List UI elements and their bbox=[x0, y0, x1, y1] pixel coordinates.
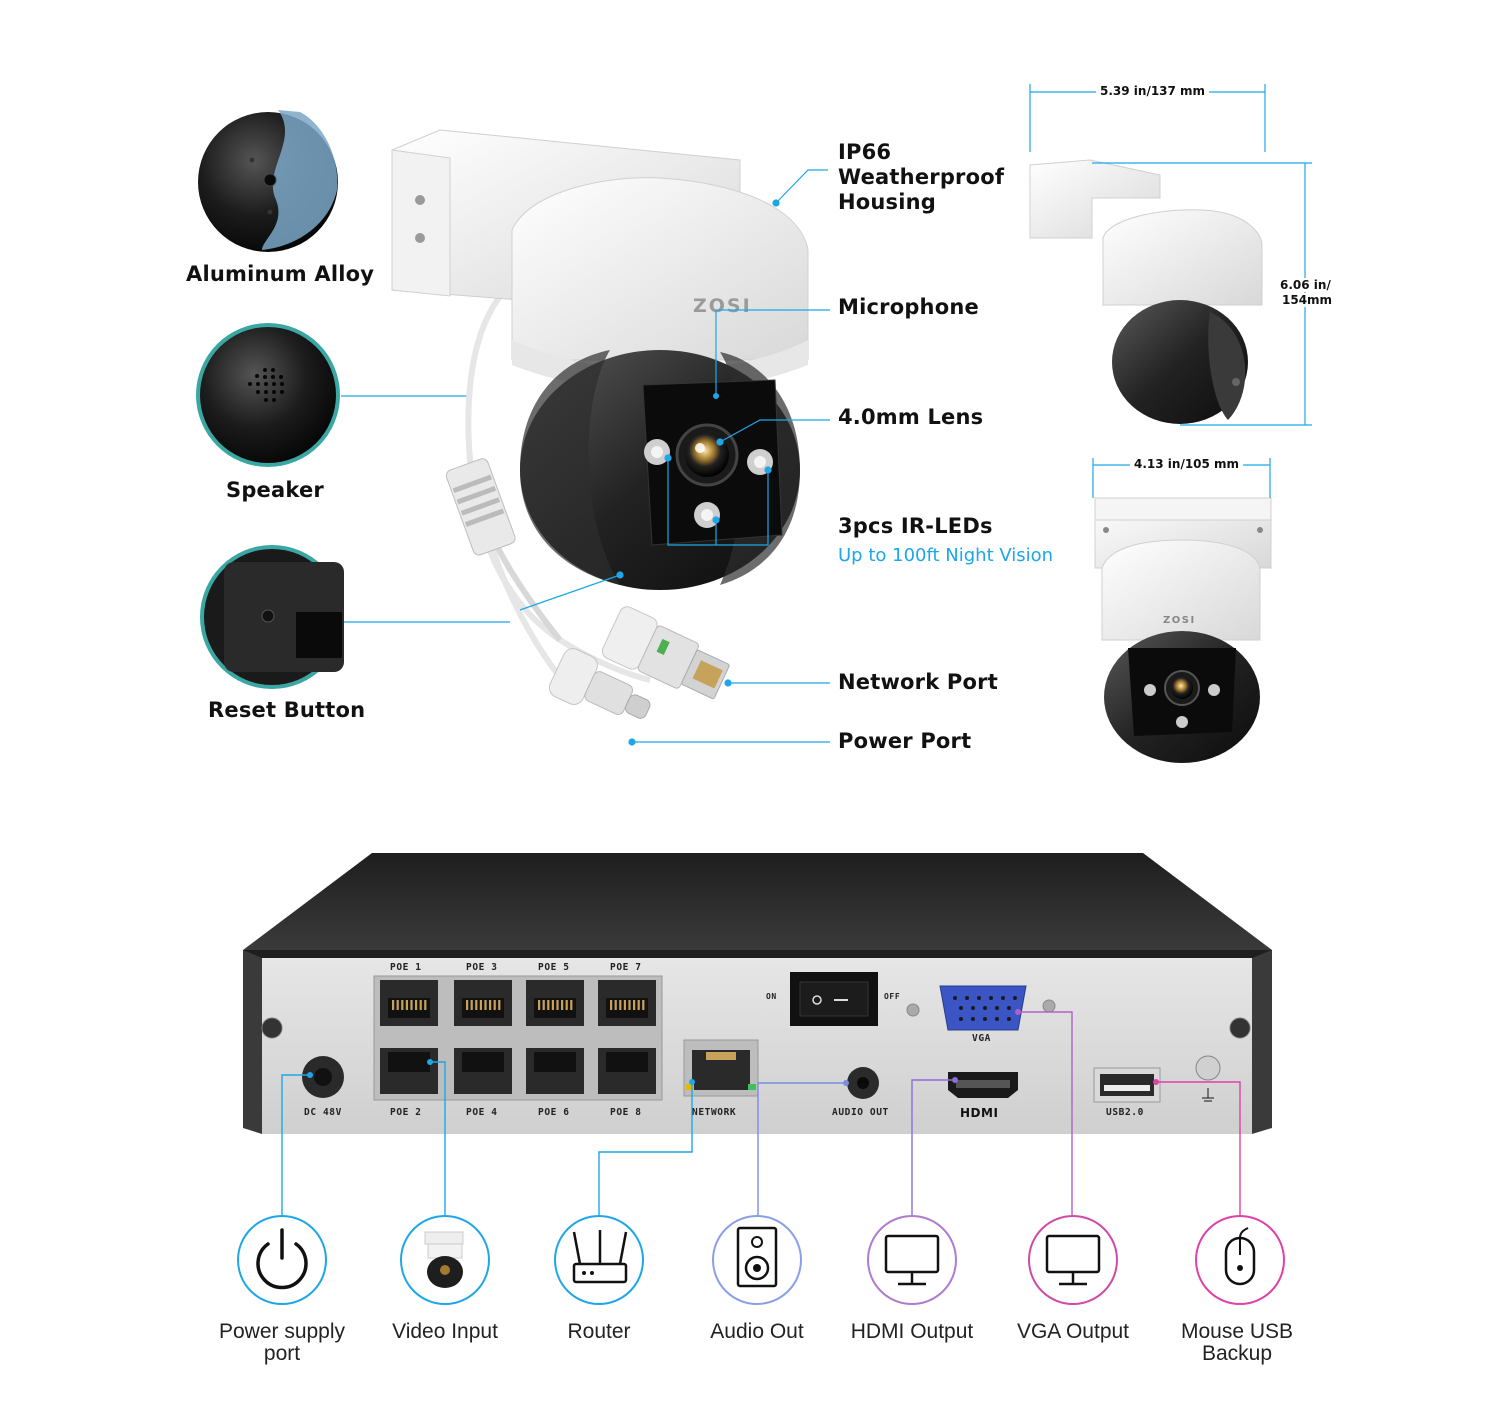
camera-front-view: ZOSI bbox=[1094, 497, 1272, 763]
switch-on-label: ON bbox=[766, 992, 777, 1001]
power-supply-label: Power supply port bbox=[202, 1321, 362, 1365]
night-vision-label: Up to 100ft Night Vision bbox=[838, 545, 1054, 566]
camera-icon bbox=[400, 1215, 490, 1305]
poe-port bbox=[454, 980, 512, 1026]
mouse-usb-label-line2: Backup bbox=[1201, 1342, 1273, 1365]
nvr-fixtures bbox=[683, 972, 1221, 1103]
network-port-label: Network Port bbox=[838, 670, 998, 694]
poe-port bbox=[380, 980, 438, 1026]
video-input-label: Video Input bbox=[392, 1320, 498, 1343]
poe-label-7: POE 7 bbox=[610, 962, 642, 973]
height-dimension-1: 6.06 in/ bbox=[1276, 278, 1335, 292]
dc-label: DC 48V bbox=[304, 1107, 342, 1118]
usb-label: USB2.0 bbox=[1106, 1107, 1144, 1118]
poe-port bbox=[380, 1048, 438, 1094]
power-port-label: Power Port bbox=[838, 729, 972, 753]
poe-label-2: POE 2 bbox=[390, 1107, 422, 1118]
lens-label: 4.0mm Lens bbox=[838, 405, 984, 429]
network-label: NETWORK bbox=[692, 1107, 737, 1118]
reset-label: Reset Button bbox=[208, 698, 366, 722]
mouse-usb-label-line1: Mouse USB bbox=[1180, 1320, 1294, 1343]
power-icon bbox=[237, 1215, 327, 1305]
speaker-detail-circle bbox=[196, 323, 340, 467]
router-icon bbox=[554, 1215, 644, 1305]
aluminum-detail-circle bbox=[198, 110, 338, 252]
camera-side-view bbox=[1029, 159, 1263, 424]
vga-output-label: VGA Output bbox=[1016, 1320, 1130, 1343]
poe-port bbox=[598, 1048, 656, 1094]
mouse-usb-label: Mouse USB Backup bbox=[1157, 1321, 1317, 1365]
poe-port bbox=[598, 980, 656, 1026]
front-brand-logo: ZOSI bbox=[1163, 615, 1196, 626]
camera-leader-lines bbox=[519, 169, 830, 746]
irleds-label: 3pcs IR-LEDs bbox=[838, 514, 993, 538]
width-bottom-dimension: 4.13 in/105 mm bbox=[1130, 457, 1244, 471]
router-label: Router bbox=[567, 1320, 631, 1343]
speaker-box-icon bbox=[712, 1215, 802, 1305]
hdmi-output-label: HDMI Output bbox=[850, 1320, 974, 1343]
hdmi-monitor-icon bbox=[867, 1215, 957, 1305]
ip66-label-1: IP66 bbox=[838, 140, 892, 164]
audio-out-label: AUDIO OUT bbox=[832, 1107, 889, 1118]
poe-label-6: POE 6 bbox=[538, 1107, 570, 1118]
poe-label-8: POE 8 bbox=[610, 1107, 642, 1118]
speaker-label: Speaker bbox=[226, 478, 324, 502]
audio-out-icon-label: Audio Out bbox=[710, 1320, 804, 1343]
poe-label-4: POE 4 bbox=[466, 1107, 498, 1118]
poe-port bbox=[454, 1048, 512, 1094]
microphone-label: Microphone bbox=[838, 295, 979, 319]
aluminum-label: Aluminum Alloy bbox=[186, 262, 375, 286]
width-top-dimension: 5.39 in/137 mm bbox=[1096, 84, 1210, 98]
vga-monitor-icon bbox=[1028, 1215, 1118, 1305]
poe-port bbox=[526, 980, 584, 1026]
poe-port-grid bbox=[380, 980, 656, 1094]
poe-port bbox=[526, 1048, 584, 1094]
reset-detail-circle bbox=[200, 545, 344, 689]
camera-brand-logo: ZOSI bbox=[693, 295, 752, 317]
vga-label: VGA bbox=[972, 1033, 991, 1044]
power-supply-label-line2: port bbox=[263, 1342, 301, 1365]
ip66-label-3: Housing bbox=[838, 190, 937, 214]
hdmi-label: HDMI bbox=[960, 1106, 999, 1120]
poe-label-1: POE 1 bbox=[390, 962, 422, 973]
poe-label-3: POE 3 bbox=[466, 962, 498, 973]
power-supply-label-line1: Power supply bbox=[218, 1320, 346, 1343]
nvr-leader-lines bbox=[281, 1009, 1241, 1215]
ip66-label-2: Weatherproof bbox=[838, 165, 1005, 189]
main-camera: ZOSI bbox=[391, 129, 809, 719]
mouse-icon bbox=[1195, 1215, 1285, 1305]
height-dimension-2: 154mm bbox=[1278, 293, 1337, 307]
switch-off-label: OFF bbox=[884, 992, 901, 1001]
poe-label-5: POE 5 bbox=[538, 962, 570, 973]
